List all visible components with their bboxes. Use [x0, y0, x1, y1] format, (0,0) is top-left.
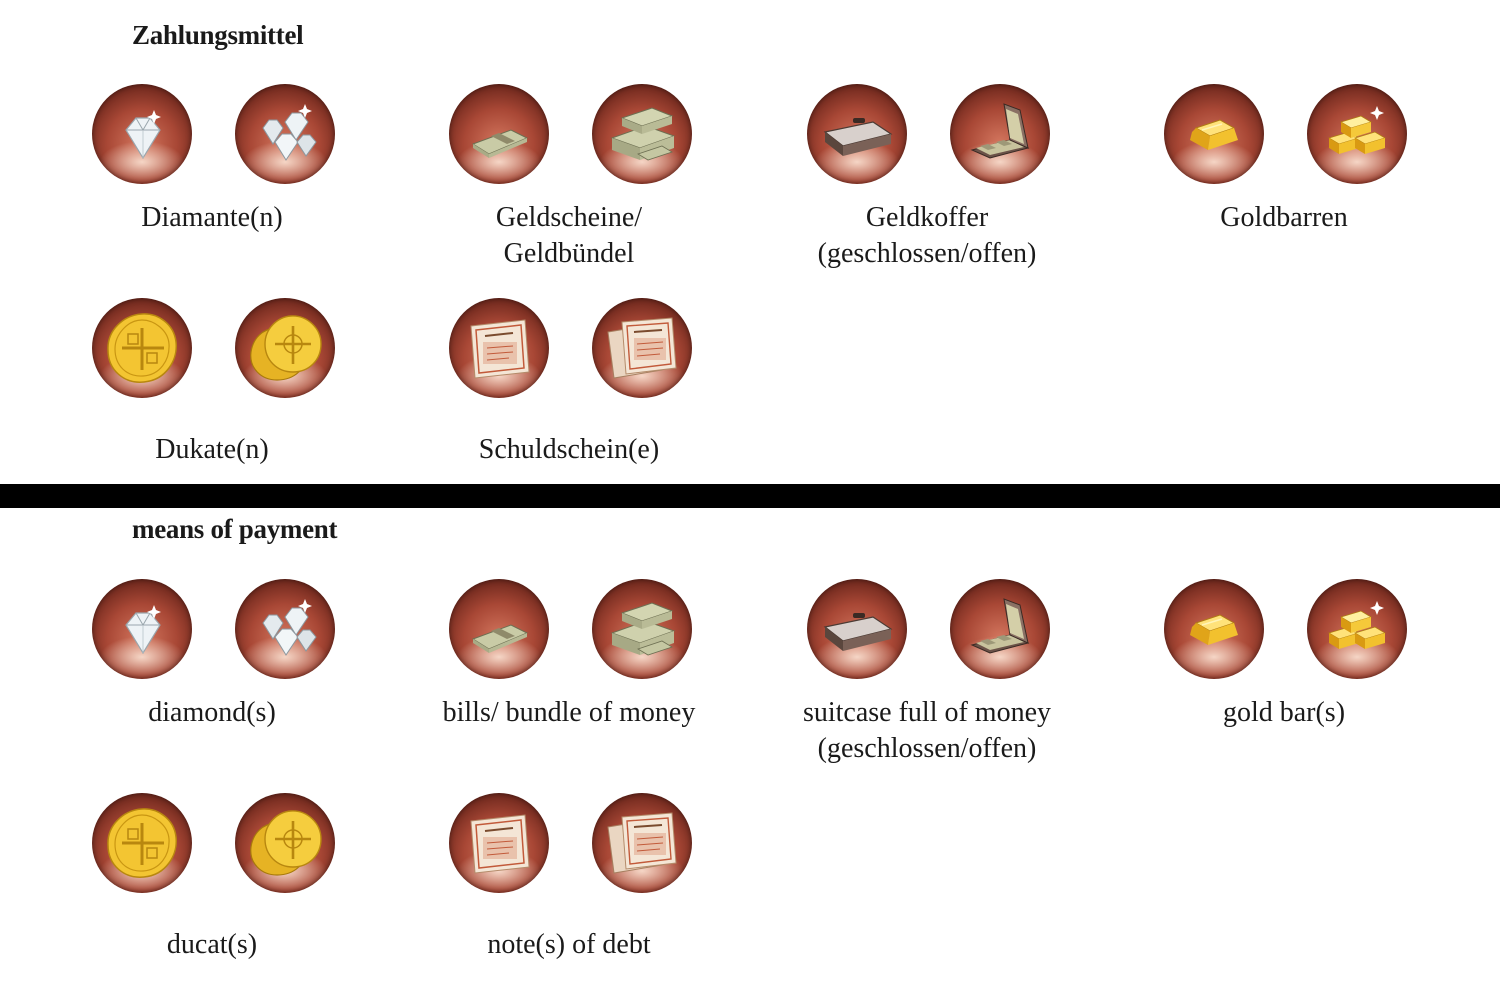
section-divider — [0, 484, 1500, 508]
item-label: diamond(s) — [0, 695, 424, 731]
item-label-line: diamond(s) — [148, 697, 276, 728]
diamond-single-icon — [92, 579, 192, 679]
item-label: ducat(s) — [0, 927, 424, 963]
ducat-single-icon — [92, 793, 192, 893]
item-label: gold bar(s) — [1072, 695, 1496, 731]
item-goldbar: Goldbarren — [1072, 84, 1407, 233]
item-label: Geldkoffer (geschlossen/offen) — [715, 200, 1139, 272]
diamond-group-icon — [235, 84, 335, 184]
item-label-line: Goldbarren — [1220, 202, 1348, 233]
debt-notes-icon — [592, 793, 692, 893]
item-diamond: diamond(s) — [0, 579, 335, 728]
item-suitcase: suitcase full of money (geschlossen/offen… — [715, 579, 1051, 764]
ducat-pile-icon — [235, 298, 335, 398]
icon-pair — [0, 793, 335, 893]
item-label: Dukate(n) — [0, 432, 424, 468]
suitcase-open-icon — [950, 84, 1050, 184]
item-label: bills/ bundle of money — [357, 695, 781, 731]
item-label: Goldbarren — [1072, 200, 1496, 236]
item-label: Schuldschein(e) — [357, 432, 781, 468]
section-title: means of payment — [132, 514, 338, 544]
item-label: Geldscheine/Geldbündel — [357, 200, 781, 272]
item-label-line: suitcase full of money — [802, 697, 1052, 728]
item-label-line: (geschlossen/offen) — [817, 733, 1037, 764]
icon-pair — [357, 579, 692, 679]
item-label-line: Geldbündel — [503, 238, 635, 269]
item-suitcase: Geldkoffer (geschlossen/offen) — [715, 84, 1050, 269]
item-label-line: bills/ bundle of money — [442, 697, 696, 728]
item-label-line: Geldscheine/ — [495, 202, 643, 233]
banknote-bundle-icon — [449, 579, 549, 679]
diamond-single-icon — [92, 84, 192, 184]
icon-pair — [357, 793, 692, 893]
suitcase-closed-icon — [807, 579, 907, 679]
ducat-pile-icon — [235, 793, 335, 893]
ducat-single-icon — [92, 298, 192, 398]
item-debt-note: note(s) of debt — [357, 793, 692, 960]
debt-note-icon — [449, 793, 549, 893]
icon-pair — [357, 84, 692, 184]
item-label: suitcase full of money (geschlossen/offen… — [715, 695, 1139, 767]
item-label-line: Dukate(n) — [155, 434, 269, 465]
gold-bar-stack-icon — [1307, 84, 1407, 184]
suitcase-closed-icon — [807, 84, 907, 184]
section-title: Zahlungsmittel — [132, 20, 304, 50]
icon-pair — [715, 579, 1050, 679]
banknote-stack-icon — [592, 579, 692, 679]
banknote-bundle-icon — [449, 84, 549, 184]
item-label-line: Geldkoffer — [865, 202, 989, 233]
item-ducat: Dukate(n) — [0, 298, 335, 465]
item-label-line: Schuldschein(e) — [478, 434, 660, 465]
icon-pair — [1072, 579, 1407, 679]
item-label: note(s) of debt — [357, 927, 781, 963]
item-goldbar: gold bar(s) — [1072, 579, 1407, 728]
gold-bar-stack-icon — [1307, 579, 1407, 679]
gold-bar-icon — [1164, 579, 1264, 679]
item-label: Diamante(n) — [0, 200, 424, 236]
section-german: Zahlungsmittel Diamante(n) Geldscheine/Ge… — [0, 0, 1500, 484]
item-label-line: ducat(s) — [166, 929, 258, 960]
item-label-line: gold bar(s) — [1222, 697, 1346, 728]
item-debt-note: Schuldschein(e) — [357, 298, 692, 465]
item-label-line: note(s) of debt — [487, 929, 651, 960]
icon-pair — [0, 579, 335, 679]
item-label-line: Diamante(n) — [141, 202, 283, 233]
icon-pair — [0, 298, 335, 398]
debt-notes-icon — [592, 298, 692, 398]
item-label-line: (geschlossen/offen) — [817, 238, 1037, 269]
item-diamond: Diamante(n) — [0, 84, 335, 233]
section-english: means of payment diamond(s) bills/ bundle… — [0, 508, 1500, 1000]
icon-pair — [357, 298, 692, 398]
item-ducat: ducat(s) — [0, 793, 335, 960]
icon-pair — [0, 84, 335, 184]
debt-note-icon — [449, 298, 549, 398]
diamond-group-icon — [235, 579, 335, 679]
icon-pair — [1072, 84, 1407, 184]
icon-pair — [715, 84, 1050, 184]
item-money: Geldscheine/Geldbündel — [357, 84, 692, 269]
banknote-stack-icon — [592, 84, 692, 184]
item-money: bills/ bundle of money — [357, 579, 695, 728]
suitcase-open-icon — [950, 579, 1050, 679]
gold-bar-icon — [1164, 84, 1264, 184]
